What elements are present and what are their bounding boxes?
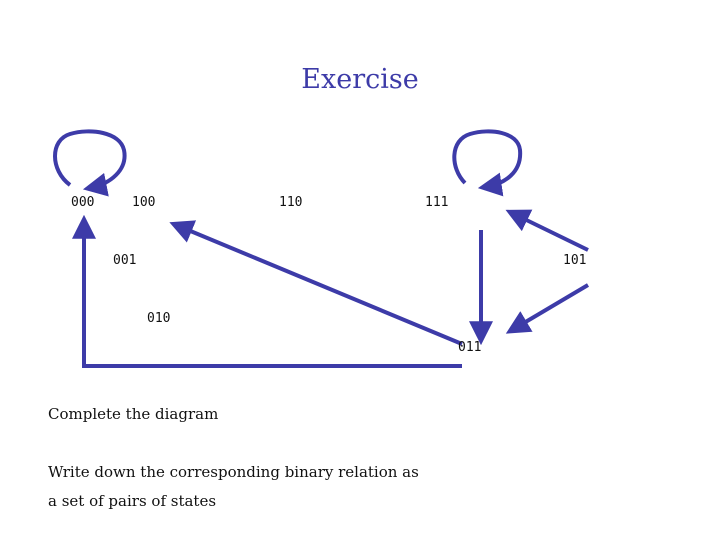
state-000: 000 <box>71 195 95 210</box>
slide-title: Exercise <box>301 64 419 95</box>
edge-101-011 <box>505 283 590 334</box>
state-110: 110 <box>279 195 303 210</box>
state-111: 111 <box>425 195 449 210</box>
instruction-binary-relation-line2: a set of pairs of states <box>48 492 217 510</box>
state-011: 011 <box>458 340 482 355</box>
state-diagram <box>53 129 590 368</box>
instruction-complete-diagram: Complete the diagram <box>48 405 219 423</box>
state-100: 100 <box>132 195 156 210</box>
edge-011-100 <box>169 220 463 346</box>
edge-111-111 <box>452 129 523 197</box>
edge-101-111 <box>505 209 589 252</box>
state-010: 010 <box>147 311 171 326</box>
state-101: 101 <box>563 253 587 268</box>
edge-000-000 <box>53 129 127 197</box>
state-001: 001 <box>113 253 137 268</box>
edge-011-000 <box>72 214 462 368</box>
instruction-binary-relation-line1: Write down the corresponding binary rela… <box>48 463 419 481</box>
